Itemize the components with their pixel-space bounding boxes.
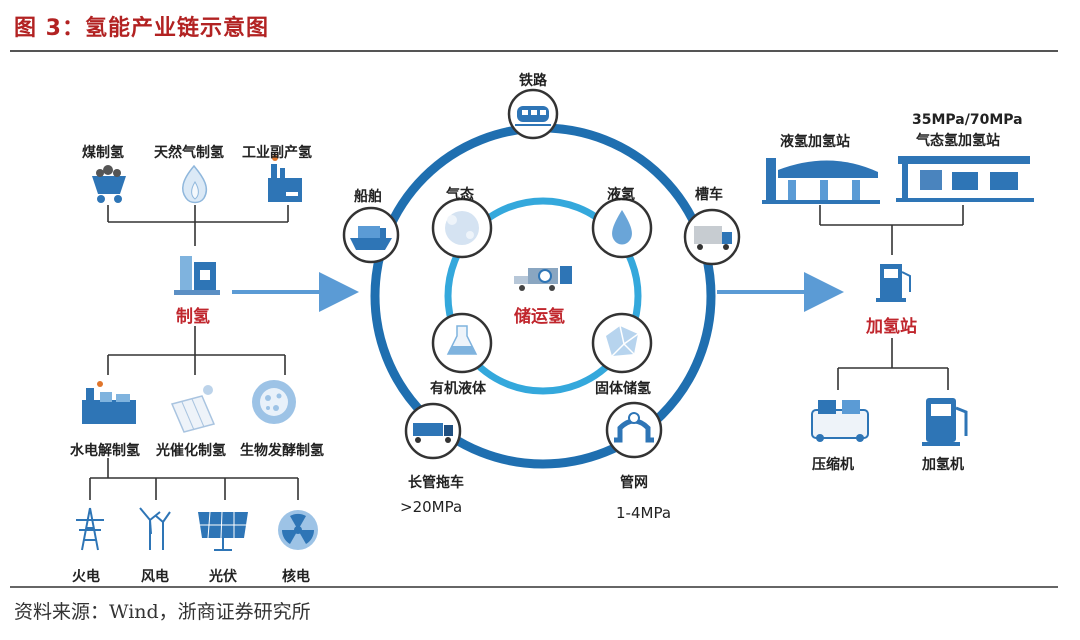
storage-truck-icon: [514, 266, 572, 291]
solar-pv-icon: [198, 511, 248, 551]
wind-turbine-icon: [139, 507, 171, 550]
production-tree-lines: [89, 205, 299, 500]
page-title: 图 3：氢能产业链示意图: [14, 16, 269, 41]
hydrogen-tank-icon: [174, 256, 220, 295]
label-solid-storage: 固体储氢: [595, 381, 651, 397]
label-refueling-station: 加氢站: [866, 317, 917, 337]
tube-trailer-icon: [404, 402, 462, 460]
label-ship: 船舶: [354, 189, 382, 205]
label-hydrogen-production: 制氢: [176, 307, 210, 327]
dispenser-icon: [922, 398, 968, 446]
gaseous-hydrogen-station-icon: [896, 156, 1034, 202]
source-divider: [10, 586, 1058, 588]
title-divider: [10, 50, 1058, 52]
label-nuclear-power: 核电: [282, 569, 310, 585]
label-solar-pv: 光伏: [209, 569, 237, 585]
label-tube-trailer: 长管拖车: [408, 475, 464, 491]
tank-truck-icon: [683, 208, 741, 266]
coal-cart-icon: [92, 165, 126, 203]
natural-gas-flame-icon: [181, 164, 208, 204]
railway-icon: [507, 88, 559, 140]
label-organic-liquid: 有机液体: [430, 381, 486, 397]
liquid-hydrogen-station-icon: [762, 158, 880, 204]
liquid-hydrogen-icon: [591, 197, 653, 259]
compressor-icon: [811, 400, 869, 442]
label-railway: 铁路: [519, 73, 547, 89]
label-water-electrolysis: 水电解制氢: [70, 443, 140, 459]
electrolysis-plant-icon: [82, 381, 136, 424]
label-liquid-hydrogen: 液氢: [607, 187, 635, 203]
factory-icon: [268, 155, 302, 202]
label-dispenser: 加氢机: [922, 457, 964, 473]
label-industrial-byproduct-hydrogen: 工业副产氢: [242, 145, 312, 161]
label-wind-power: 风电: [141, 569, 169, 585]
label-gaseous-station-pressure: 35MPa/70MPa: [912, 112, 1023, 128]
label-natural-gas-hydrogen: 天然气制氢: [154, 145, 224, 161]
label-tube-trailer-pressure: >20MPa: [400, 498, 463, 516]
ship-icon: [342, 206, 400, 264]
organic-liquid-icon: [431, 312, 493, 374]
label-tank-truck: 槽车: [695, 187, 723, 203]
label-liquid-hydrogen-station: 液氢加氢站: [780, 134, 850, 150]
label-gaseous-hydrogen-station: 气态氢加氢站: [916, 133, 1000, 149]
label-thermal-power: 火电: [72, 569, 100, 585]
source-note: 资料来源：Wind，浙商证券研究所: [14, 601, 311, 623]
label-compressor: 压缩机: [812, 457, 854, 473]
solid-storage-icon: [591, 312, 653, 374]
bio-fermentation-icon: [252, 380, 296, 424]
pipeline-icon: [605, 401, 663, 459]
power-tower-icon: [76, 507, 104, 551]
inner-storage-ring: [444, 197, 642, 395]
label-coal-hydrogen: 煤制氢: [82, 145, 124, 161]
label-photocatalysis: 光催化制氢: [156, 443, 226, 459]
label-storage-transport: 储运氢: [514, 307, 565, 327]
label-pipeline: 管网: [620, 475, 648, 491]
refueling-tree-lines: [819, 205, 964, 390]
label-gaseous: 气态: [446, 187, 474, 203]
label-bio-fermentation: 生物发酵制氢: [240, 443, 324, 459]
nuclear-icon: [278, 510, 318, 550]
label-pipeline-pressure: 1-4MPa: [616, 504, 672, 522]
gas-state-icon: [431, 197, 493, 259]
hydrogen-pump-icon: [876, 264, 911, 302]
photocatalysis-panel-icon: [170, 385, 216, 433]
